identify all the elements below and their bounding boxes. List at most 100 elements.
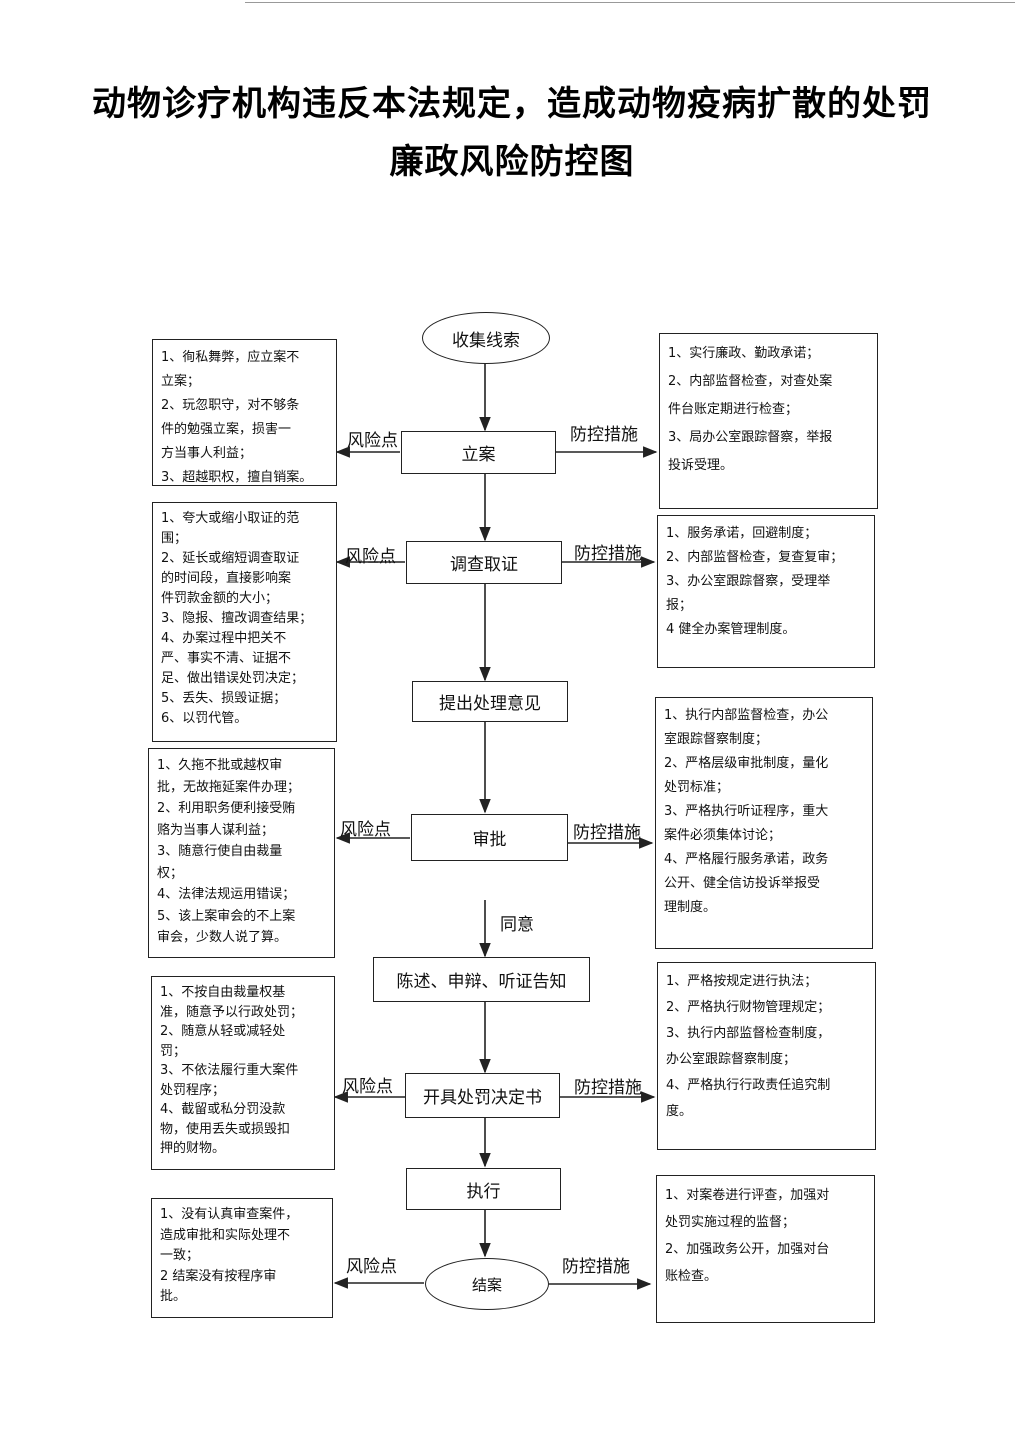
- risk-line: 严、事实不清、证据不: [161, 651, 292, 666]
- risk-label-1: 风险点: [347, 431, 398, 451]
- control-line: 2、严格层级审批制度，量化: [664, 756, 829, 771]
- risk-line: 赂为当事人谋利益；: [157, 822, 275, 838]
- control-line: 理制度。: [664, 900, 717, 915]
- control-line: 2、内部监督检查，复查复审；: [666, 550, 844, 565]
- control-line: 账检查。: [665, 1269, 718, 1284]
- control-line: 办公室跟踪督察制度；: [666, 1052, 797, 1067]
- risk-line: 物，使用丢失或损毁扣: [160, 1121, 291, 1137]
- control-line: 3、严格执行听证程序，重大: [664, 804, 829, 819]
- risk-line: 1、久拖不批或越权审: [157, 758, 283, 773]
- control-line: 处罚标准；: [664, 780, 730, 795]
- control-label-2: 防控措施: [574, 544, 642, 564]
- control-box-closing: 1、对案卷进行评查，加强对 处罚实施过程的监督； 2、加强政务公开，加强对台 账…: [656, 1175, 875, 1323]
- risk-line: 件罚款金额的大小；: [161, 591, 279, 606]
- risk-line: 5、丢失、损毁证据；: [161, 691, 287, 706]
- control-line: 3、局办公室跟踪督察，举报: [668, 430, 833, 445]
- risk-line: 准，随意予以行政处罚；: [160, 1004, 304, 1020]
- control-line: 3、办公室跟踪督察，受理举: [666, 574, 831, 589]
- approve-label: 同意: [500, 915, 534, 935]
- risk-line: 围；: [161, 531, 188, 546]
- risk-line: 立案；: [161, 374, 201, 389]
- control-line: 2、内部监督检查，对查处案: [668, 374, 833, 389]
- risk-box-decision: 1、不按自由裁量权基 准，随意予以行政处罚； 2、随意从轻或减轻处 罚； 3、不…: [151, 976, 335, 1170]
- control-label-5: 防控措施: [562, 1257, 630, 1277]
- step-investigation: 调查取证: [406, 541, 562, 584]
- control-line: 2、严格执行财物管理规定；: [666, 1000, 831, 1015]
- scan-edge-line: [245, 2, 1015, 3]
- step-filing: 立案: [401, 431, 556, 474]
- risk-line: 权；: [157, 865, 184, 881]
- risk-line: 的时间段，直接影响案: [161, 571, 292, 586]
- step-approval: 审批: [411, 814, 568, 861]
- control-line: 1、实行廉政、勤政承诺；: [668, 346, 820, 361]
- start-node: 收集线索: [422, 312, 550, 364]
- control-line: 件台账定期进行检查；: [668, 402, 799, 417]
- risk-line: 3、超越职权，擅自销案。: [161, 470, 313, 485]
- risk-box-approval: 1、久拖不批或越权审 批，无故拖延案件办理； 2、利用职务便利接受贿 赂为当事人…: [148, 748, 335, 958]
- risk-box-closing: 1、没有认真审查案件， 造成审批和实际处理不 一致； 2 结案没有按程序审 批。: [151, 1198, 333, 1318]
- step-notice: 陈述、申辩、听证告知: [373, 957, 590, 1002]
- risk-line: 2、延长或缩短调查取证: [161, 551, 300, 566]
- end-node: 结案: [425, 1258, 549, 1310]
- control-line: 投诉受理。: [668, 458, 734, 473]
- risk-line: 足、做出错误处罚决定；: [161, 671, 305, 686]
- step-proposal: 提出处理意见: [412, 681, 568, 722]
- control-line: 报；: [666, 598, 693, 613]
- control-line: 4、严格执行行政责任追究制: [666, 1078, 831, 1093]
- risk-line: 3、不依法履行重大案件: [160, 1063, 299, 1078]
- control-label-4: 防控措施: [574, 1078, 642, 1098]
- risk-line: 4、办案过程中把关不: [161, 631, 287, 646]
- risk-line: 3、隐报、擅改调查结果；: [161, 611, 313, 626]
- risk-line: 2 结案没有按程序审: [160, 1268, 277, 1284]
- risk-line: 一致；: [160, 1248, 200, 1263]
- risk-box-investigation: 1、夸大或缩小取证的范 围； 2、延长或缩短调查取证 的时间段，直接影响案 件罚…: [152, 502, 337, 742]
- risk-line: 造成审批和实际处理不: [160, 1227, 291, 1243]
- control-line: 案件必须集体讨论；: [664, 828, 782, 843]
- control-line: 3、执行内部监督检查制度，: [666, 1026, 831, 1041]
- risk-line: 2、利用职务便利接受贿: [157, 801, 296, 816]
- control-box-approval: 1、执行内部监督检查，办公 室跟踪督察制度； 2、严格层级审批制度，量化 处罚标…: [655, 697, 873, 949]
- control-box-decision: 1、严格按规定进行执法； 2、严格执行财物管理规定； 3、执行内部监督检查制度，…: [657, 962, 876, 1150]
- risk-line: 1、夸大或缩小取证的范: [161, 511, 300, 526]
- risk-line: 处罚程序；: [160, 1082, 226, 1098]
- risk-label-3: 风险点: [340, 820, 391, 840]
- control-line: 1、服务承诺，回避制度；: [666, 526, 818, 541]
- risk-line: 5、该上案审会的不上案: [157, 908, 296, 924]
- control-line: 1、严格按规定进行执法；: [666, 974, 818, 989]
- control-label-3: 防控措施: [573, 823, 641, 843]
- control-line: 度。: [666, 1104, 693, 1119]
- control-line: 处罚实施过程的监督；: [665, 1215, 796, 1230]
- step-decision: 开具处罚决定书: [405, 1073, 560, 1118]
- risk-line: 2、随意从轻或减轻处: [160, 1024, 286, 1039]
- risk-line: 1、徇私舞弊，应立案不: [161, 350, 300, 365]
- control-box-investigation: 1、服务承诺，回避制度； 2、内部监督检查，复查复审； 3、办公室跟踪督察，受理…: [657, 515, 875, 668]
- control-line: 1、对案卷进行评查，加强对: [665, 1188, 830, 1203]
- step-execution: 执行: [406, 1168, 561, 1210]
- control-line: 2、加强政务公开，加强对台: [665, 1242, 830, 1257]
- control-line: 4、严格履行服务承诺，政务: [664, 852, 829, 867]
- risk-line: 押的财物。: [160, 1141, 226, 1156]
- control-label-1: 防控措施: [570, 425, 638, 445]
- risk-line: 批。: [160, 1289, 187, 1304]
- risk-label-4: 风险点: [342, 1077, 393, 1097]
- risk-line: 方当事人利益；: [161, 446, 253, 461]
- control-line: 公开、健全信访投诉举报受: [664, 876, 821, 891]
- risk-line: 审会，少数人说了算。: [157, 930, 288, 945]
- risk-line: 2、玩忽职守，对不够条: [161, 398, 300, 413]
- risk-box-filing: 1、徇私舞弊，应立案不 立案； 2、玩忽职守，对不够条 件的勉强立案，损害一 方…: [152, 339, 337, 486]
- control-line: 4 健全办案管理制度。: [666, 622, 796, 637]
- risk-line: 1、没有认真审查案件，: [160, 1207, 299, 1222]
- risk-line: 4、截留或私分罚没款: [160, 1102, 286, 1117]
- risk-line: 批，无故拖延案件办理；: [157, 779, 301, 795]
- control-box-filing: 1、实行廉政、勤政承诺； 2、内部监督检查，对查处案 件台账定期进行检查； 3、…: [659, 333, 878, 509]
- risk-line: 1、不按自由裁量权基: [160, 985, 286, 1000]
- risk-line: 4、法律法规运用错误；: [157, 887, 296, 902]
- page-subtitle: 廉政风险防控图: [389, 142, 635, 182]
- control-line: 1、执行内部监督检查，办公: [664, 708, 829, 723]
- control-line: 室跟踪督察制度；: [664, 732, 769, 747]
- risk-line: 件的勉强立案，损害一: [161, 422, 292, 437]
- risk-line: 3、随意行使自由裁量: [157, 844, 283, 859]
- risk-line: 罚；: [160, 1043, 187, 1059]
- risk-label-5: 风险点: [346, 1257, 397, 1277]
